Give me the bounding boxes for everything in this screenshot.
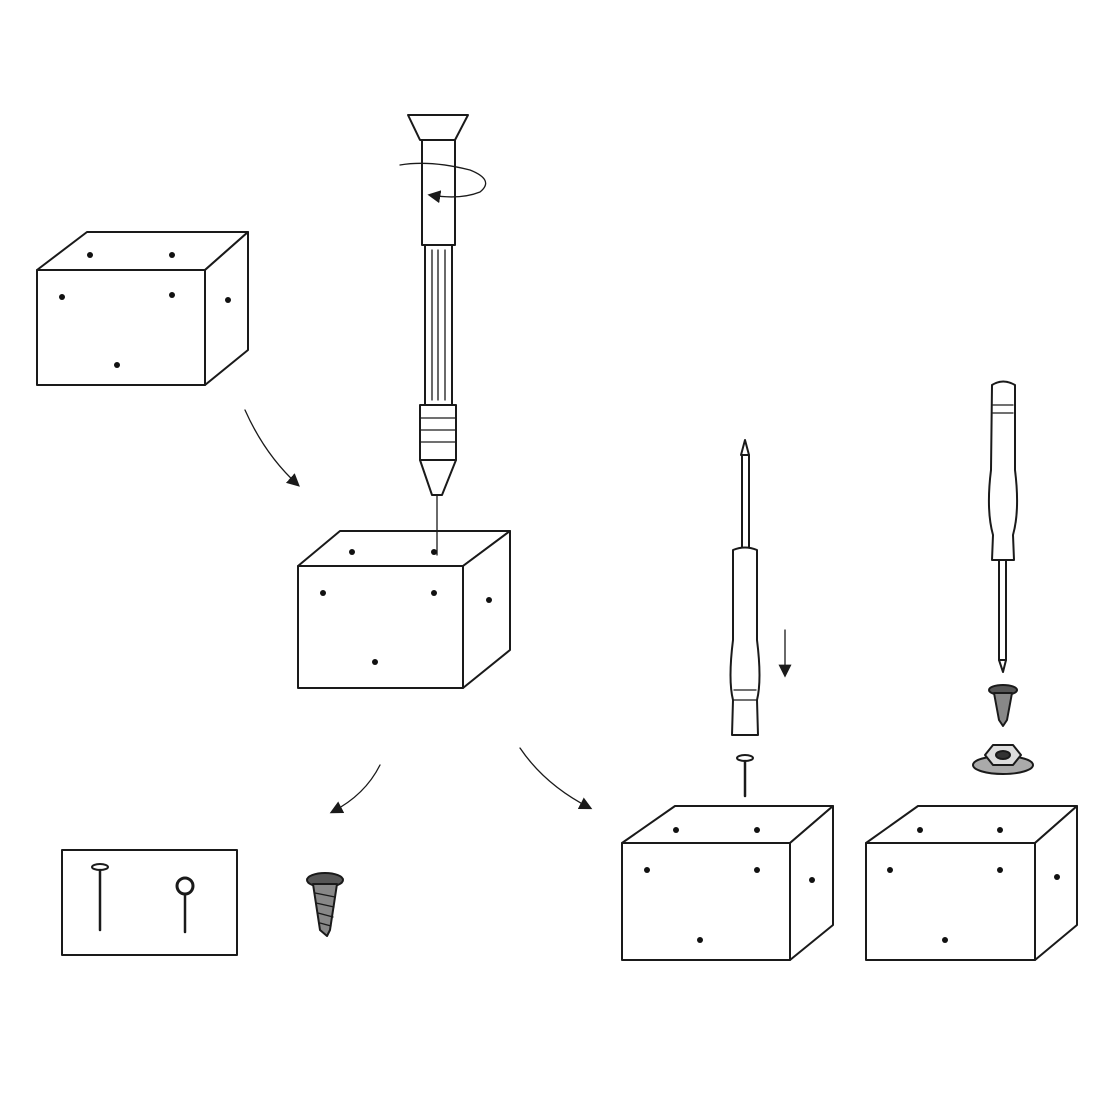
screwdriver-icon: [729, 439, 792, 736]
wood-block-icon: [621, 805, 834, 961]
wood-block-icon: [865, 805, 1078, 961]
arrow-icon: [329, 764, 381, 814]
screw-icon: [306, 872, 344, 937]
screwdriver-icon: [987, 380, 1019, 673]
nail-icon: [736, 754, 754, 798]
wood-block-icon: [297, 530, 511, 689]
screw-icon: [988, 684, 1018, 727]
hex-nut-icon: [972, 744, 1034, 775]
fastener-box: [61, 849, 238, 956]
arrow-icon: [519, 747, 593, 810]
hand-drill-icon: [399, 114, 487, 556]
eye-hook-icon: [175, 876, 195, 934]
arrow-icon: [244, 409, 300, 487]
wood-block-icon: [36, 231, 249, 386]
nail-icon: [91, 863, 109, 932]
